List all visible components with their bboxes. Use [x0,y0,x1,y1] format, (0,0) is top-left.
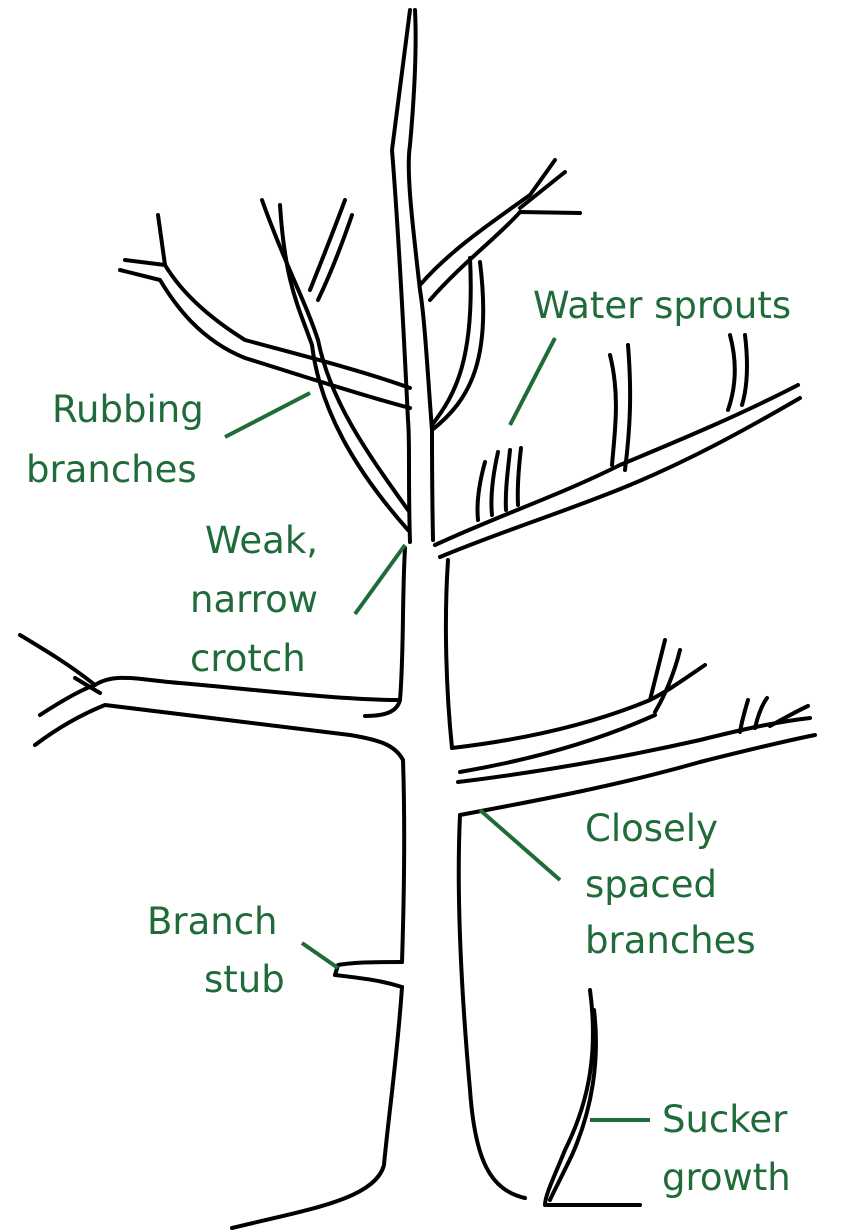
leader-sprout-left [432,258,471,425]
water-sprout-4 [518,448,521,505]
water-sprout-2 [491,452,498,515]
closely-spaced-label-line2: spaced [585,863,717,906]
water-sprout-1 [477,462,485,520]
tree-drawing [20,10,815,1228]
branch-stub-label-line2: stub [204,958,285,1001]
trunk-right-upper-outline [446,560,452,748]
weak-crotch-label-line3: crotch [190,637,306,680]
trunk-right-lower-outline [459,815,525,1198]
leader-branch-right [420,160,555,285]
leader-outline-left [392,10,410,542]
rubbing-branches-label-line1: Rubbing [52,388,204,431]
rubbing-branches-label-line2: branches [26,448,197,491]
rubbing-branch-a-twig [125,260,165,265]
close-branch-1-top [452,665,705,748]
branch-stub-leader [302,943,338,968]
sucker-growth-label-line2: growth [662,1156,791,1199]
right-twig-4 [742,335,747,405]
closely-spaced-label-line3: branches [585,919,756,962]
sucker-growth-label-line1: Sucker [662,1098,788,1141]
closely-spaced-leader [480,810,560,880]
closely-spaced-label-line1: Closely [585,807,718,850]
right-twig-1 [610,355,616,465]
branch-stub-top [335,962,402,975]
left-lower-branch-bottom [35,705,403,760]
right-twig-2 [625,345,630,470]
water-sprout-3 [506,450,510,510]
rubbing-branches-leader [225,393,310,437]
branch-stub-label-line1: Branch [147,900,278,943]
close-branch-2-twig3 [770,706,808,726]
trunk-base-left-outline [232,987,402,1228]
weak-crotch-leader [355,545,405,614]
right-twig-3 [728,335,735,410]
branch-stub-bottom [335,975,402,987]
water-sprouts-leader [510,338,555,425]
water-sprouts-label: Water sprouts [533,284,791,327]
left-lower-branch-fork [40,685,95,715]
weak-crotch-label-line1: Weak, [205,519,318,562]
weak-crotch-label-line2: narrow [190,578,318,621]
trunk-left-lower-outline [402,760,404,962]
